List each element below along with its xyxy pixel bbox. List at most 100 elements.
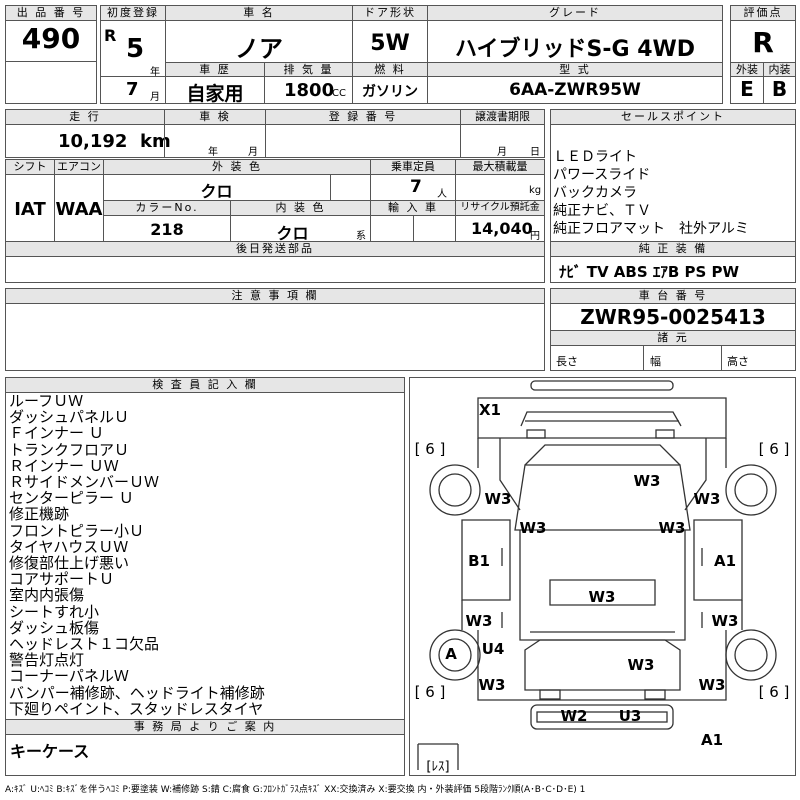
damage-mark: W3 [693, 490, 721, 508]
inspection-year-unit: 年 [208, 147, 218, 158]
damage-mark: W3 [633, 472, 661, 490]
equipment-label: 純 正 装 備 [550, 241, 796, 257]
recycle-unit: 円 [530, 231, 540, 242]
tire-mark: [ 6 ] [758, 683, 790, 701]
office-cell [5, 734, 405, 776]
transfer-cell [460, 124, 545, 158]
lot-lower-cell [5, 61, 97, 104]
car-name: ノア [235, 35, 283, 63]
inspector-note: ＲサイドメンバーＵＷ [9, 473, 160, 492]
office-note: キーケース [10, 742, 90, 761]
score: R [752, 26, 774, 59]
model-cell [427, 76, 723, 104]
int-color: クロ [276, 224, 309, 243]
equipment-cell [550, 256, 796, 283]
later-parts-label: 後日発送部品 [5, 241, 545, 257]
inspector-note: 警告灯点灯 [9, 651, 85, 670]
int-cell [763, 76, 796, 104]
damage-mark: A1 [713, 552, 737, 570]
month-unit: 月 [150, 92, 160, 103]
history-label: 車 歴 [165, 62, 265, 77]
import-label: 輸 入 車 [370, 200, 456, 216]
inspector-notes: ルーフＵＷ ダッシュパネルＵ Ｆインナー Ｕ トランクフロアＵ Ｒインナー ＵＷ… [9, 393, 403, 717]
damage-mark: W2 [560, 707, 588, 725]
reg-year: 5 [126, 34, 145, 64]
door-type: 5W [370, 31, 410, 56]
reg-no-cell [265, 124, 461, 158]
inspector-note: ダッシュパネルＵ [9, 408, 130, 427]
sales-points-label: セールスポイント [550, 109, 796, 125]
mileage: 10,192 [58, 131, 128, 152]
color-no-label: カラーNo. [103, 200, 231, 216]
inspection-label: 車 検 [164, 109, 266, 125]
inspector-note: コーナーパネルＷ [9, 667, 129, 686]
ext-color: クロ [200, 182, 233, 201]
length-label: 長さ [556, 355, 578, 368]
inspector-note: ルーフＵＷ [9, 392, 84, 410]
chassis-label: 車 台 番 号 [550, 288, 796, 304]
notes-cell [5, 303, 545, 371]
door-label: ドア形状 [352, 5, 428, 21]
car-diagram [417, 380, 777, 770]
sales-point: 純正ナビ、ＴＶ [553, 203, 651, 219]
lot-no-label: 出 品 番 号 [5, 5, 97, 21]
max-load-unit: kg [529, 185, 542, 196]
mileage-label: 走 行 [5, 109, 165, 125]
damage-mark: U4 [481, 640, 505, 658]
chassis-number: ZWR95-0025413 [580, 305, 766, 329]
sales-point: ＬＥＤライト [553, 149, 637, 165]
first-reg-label: 初度登録 [100, 5, 166, 21]
model: 6AA-ZWR95W [509, 80, 641, 100]
damage-mark: W3 [519, 519, 547, 537]
damage-mark: W3 [465, 612, 493, 630]
damage-mark: W3 [627, 656, 655, 674]
damage-mark: W3 [711, 612, 739, 630]
inspector-note: Ｆインナー Ｕ [9, 424, 104, 443]
damage-mark: B1 [468, 552, 490, 570]
int-color-label: 内 装 色 [230, 200, 371, 216]
inspector-note: シートすれ小 [9, 602, 100, 621]
grade: ハイブリッドS-G 4WD [454, 37, 696, 62]
int-color-unit: 系 [356, 231, 366, 242]
damage-mark: W3 [484, 490, 512, 508]
inspector-note: ダッシュ板傷 [9, 618, 100, 637]
ac: WAA [55, 199, 103, 220]
later-parts-cell [5, 256, 545, 283]
damage-mark: U3 [618, 707, 642, 725]
grade-label: グレード [427, 5, 723, 21]
color-no: 218 [150, 220, 184, 239]
height-label: 高さ [727, 355, 749, 368]
inspector-note: コアサポートＵ [9, 570, 115, 589]
inspector-note: バンパー補修跡、ヘッドライト補修跡 [9, 683, 265, 702]
int-grade: B [771, 77, 788, 101]
transfer-label: 譲渡書期限 [460, 109, 545, 125]
ext-color-label: 外 装 色 [103, 159, 371, 175]
displacement-label: 排 気 量 [264, 62, 353, 77]
car-diagram-frame [409, 377, 796, 776]
sales-point: 純正フロアマット 社外アルミ [553, 221, 749, 237]
shift: IAT [14, 199, 46, 220]
era: R [104, 26, 117, 45]
recycle: 14,040 [471, 219, 533, 238]
dims-divider-1 [643, 345, 644, 371]
damage-mark: W3 [588, 588, 616, 606]
inspector-note: 室内内張傷 [9, 586, 85, 605]
tire-mark: [ 6 ] [414, 683, 446, 701]
dims-label: 諸 元 [550, 330, 796, 346]
legend: A:ｷｽﾞ U:ﾍｺﾐ B:ｷｽﾞを伴うﾍｺﾐ P:要塗装 W:補修跡 S:錆 … [5, 785, 586, 795]
year-unit: 年 [150, 67, 160, 78]
ext-color-divider [330, 174, 331, 201]
model-label: 型 式 [427, 62, 723, 77]
inspector-note: タイヤハウスＵＷ [9, 537, 129, 556]
damage-mark: W3 [698, 676, 726, 694]
ext-label: 外装 [730, 62, 764, 77]
displacement: 1800 [284, 80, 335, 101]
ac-label: エアコン [54, 159, 104, 175]
dims-divider-2 [721, 345, 722, 371]
transfer-month-unit: 月 [497, 147, 507, 158]
width-label: 幅 [650, 355, 661, 368]
lot-number: 490 [21, 22, 81, 55]
reg-no-label: 登 録 番 号 [265, 109, 461, 125]
ext-grade: E [740, 77, 754, 101]
fuel-label: 燃 料 [352, 62, 428, 77]
